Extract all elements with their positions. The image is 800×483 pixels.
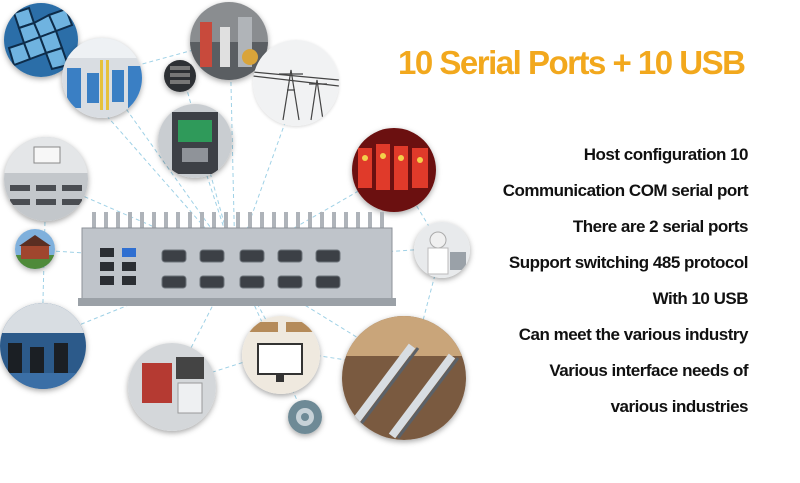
- classroom-photo: [4, 137, 88, 221]
- monitor-kiosk-photo: [242, 316, 320, 394]
- lab-worker-photo: [414, 222, 470, 278]
- vending-display-photo: [352, 128, 436, 212]
- gear-photo: [288, 400, 322, 434]
- medical-equipment-photo: [128, 343, 216, 431]
- server-rack-photo: [164, 60, 196, 92]
- feature-list: Host configuration 10 Communication COM …: [418, 140, 749, 428]
- headline: 10 Serial Ports + 10 USB: [398, 44, 746, 81]
- power-tower-photo: [253, 40, 339, 126]
- feature-line: Support switching 485 protocol: [508, 253, 749, 272]
- office-photo: [0, 303, 86, 389]
- atm-terminal-photo: [158, 104, 232, 178]
- escalator-mall-photo: [342, 316, 466, 440]
- feature-line: Various interface needs of: [549, 361, 748, 380]
- feature-line: Communication COM serial port: [502, 181, 749, 200]
- factory-photo: [190, 2, 268, 80]
- industrial-pc-device: [78, 212, 396, 312]
- feature-line: Can meet the various industry: [518, 325, 749, 344]
- house-photo: [15, 229, 55, 269]
- feature-line: With 10 USB: [652, 289, 749, 308]
- bus-interior-photo: [62, 38, 142, 118]
- feature-line: Host configuration 10: [583, 145, 749, 164]
- feature-line: various industries: [610, 397, 749, 416]
- feature-line: There are 2 serial ports: [572, 217, 749, 236]
